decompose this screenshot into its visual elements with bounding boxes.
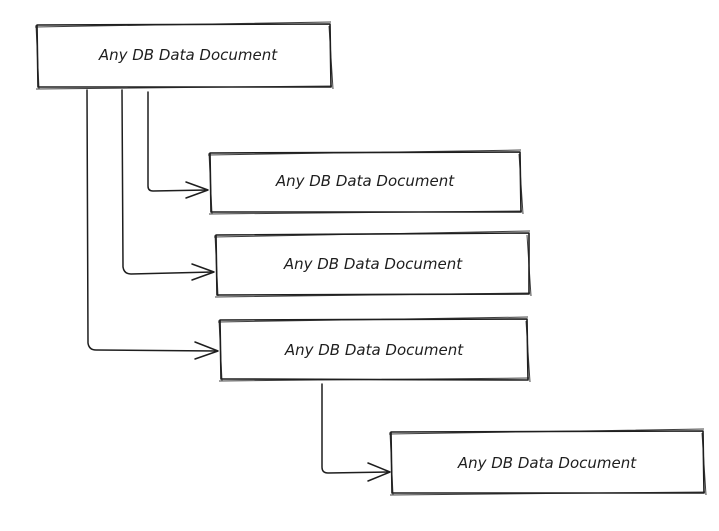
node-child-1-label: Any DB Data Document xyxy=(275,172,455,190)
node-grandchild-1: Any DB Data Document xyxy=(388,428,707,496)
connector-root-to-child-1 xyxy=(147,91,208,192)
node-child-1: Any DB Data Document xyxy=(207,149,524,215)
node-child-2: Any DB Data Document xyxy=(213,230,532,298)
node-root: Any DB Data Document xyxy=(34,21,334,90)
node-grandchild-1-label: Any DB Data Document xyxy=(457,454,637,472)
arrowhead-child-1 xyxy=(185,181,209,199)
node-child-3: Any DB Data Document xyxy=(217,316,531,383)
connector-root-to-child-2 xyxy=(121,89,214,275)
arrowhead-child-3 xyxy=(194,341,219,360)
connectors xyxy=(86,89,391,482)
node-root-label: Any DB Data Document xyxy=(98,46,278,64)
node-child-2-label: Any DB Data Document xyxy=(283,255,463,273)
arrowhead-child-2 xyxy=(191,263,215,281)
connector-child-3-to-grandchild-1 xyxy=(321,383,389,474)
arrowhead-grandchild-1 xyxy=(367,462,391,482)
node-child-3-label: Any DB Data Document xyxy=(284,341,464,359)
connector-root-to-child-3 xyxy=(86,89,218,352)
